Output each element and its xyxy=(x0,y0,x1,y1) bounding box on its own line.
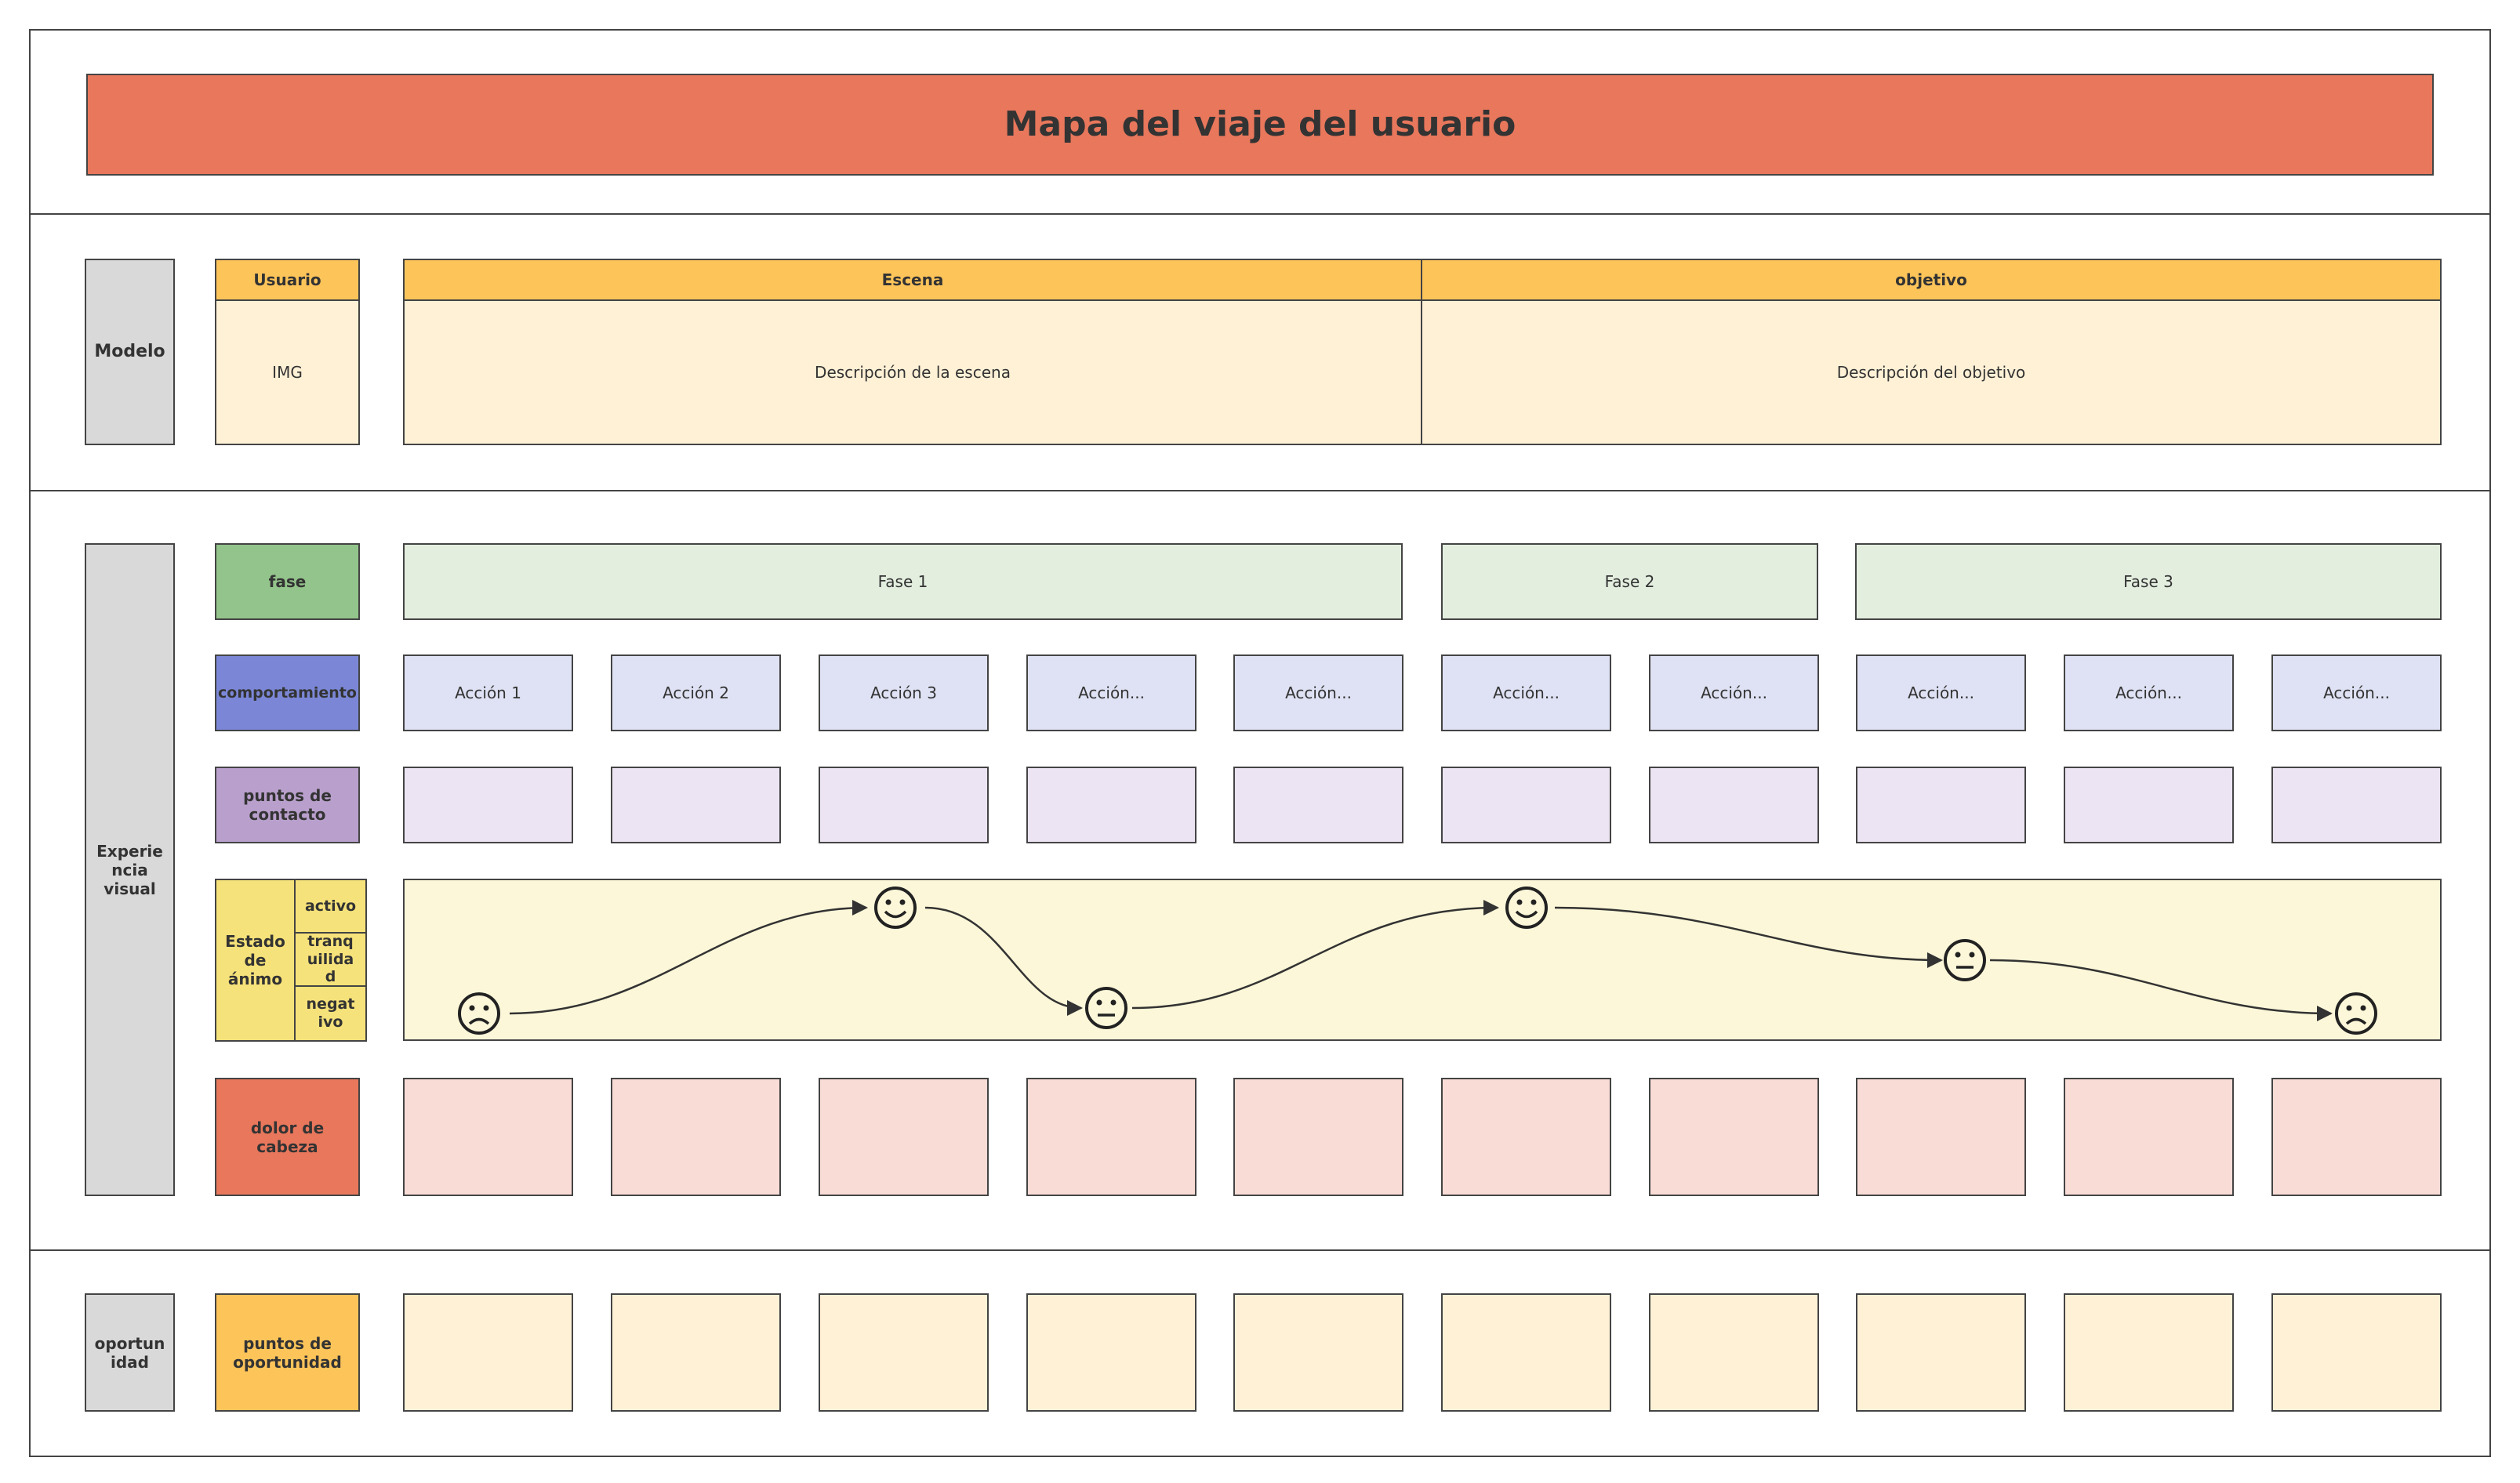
pain-row-label: dolor de cabeza xyxy=(215,1078,360,1196)
opportunity-cell xyxy=(403,1293,573,1412)
pain-cell xyxy=(1441,1078,1611,1196)
action-cell-label: Acción... xyxy=(2323,683,2390,702)
opportunity-section-label: oportun idad xyxy=(85,1293,175,1412)
pain-cell xyxy=(1649,1078,1819,1196)
pain-cell xyxy=(819,1078,989,1196)
action-cell: Acción... xyxy=(1233,654,1403,731)
experience-section-label: Experie ncia visual xyxy=(85,543,175,1196)
action-cell-label: Acción 2 xyxy=(663,683,729,702)
pain-cell xyxy=(1856,1078,2026,1196)
goal-header: objetivo xyxy=(1421,259,2442,301)
mood-row-label: Estado de ánimo xyxy=(215,879,296,1042)
phase-3: Fase 3 xyxy=(1855,543,2442,620)
action-cell-label: Acción... xyxy=(1493,683,1560,702)
touchpoint-cell xyxy=(819,767,989,843)
pain-cell xyxy=(1233,1078,1403,1196)
action-cell-label: Acción... xyxy=(2115,683,2182,702)
action-cell-label: Acción 3 xyxy=(870,683,937,702)
user-header: Usuario xyxy=(215,259,360,301)
opportunity-points-label: puntos de oportunidad xyxy=(215,1293,360,1412)
opportunity-cell xyxy=(1026,1293,1196,1412)
touchpoint-cell xyxy=(611,767,781,843)
action-cell-label: Acción... xyxy=(1285,683,1352,702)
goal-description: Descripción del objetivo xyxy=(1421,299,2442,445)
section-divider xyxy=(29,1249,2491,1251)
pain-cell xyxy=(611,1078,781,1196)
action-cell-label: Acción... xyxy=(1908,683,1974,702)
action-cell: Acción 2 xyxy=(611,654,781,731)
touchpoint-cell xyxy=(1441,767,1611,843)
mood-level-negative: negat ivo xyxy=(294,985,367,1042)
mood-area xyxy=(403,879,2442,1041)
scene-header: Escena xyxy=(403,259,1422,301)
scene-description: Descripción de la escena xyxy=(403,299,1422,445)
journey-map-frame xyxy=(29,29,2491,1457)
user-value: IMG xyxy=(215,299,360,445)
opportunity-cell xyxy=(1441,1293,1611,1412)
touchpoint-cell xyxy=(403,767,573,843)
touchpoint-cell xyxy=(2271,767,2442,843)
action-cell: Acción... xyxy=(2064,654,2234,731)
action-cell: Acción... xyxy=(1649,654,1819,731)
page-title: Mapa del viaje del usuario xyxy=(86,74,2434,176)
action-cell-label: Acción... xyxy=(1078,683,1145,702)
touchpoint-cell xyxy=(2064,767,2234,843)
touchpoint-cell xyxy=(1649,767,1819,843)
pain-cell xyxy=(403,1078,573,1196)
action-cell: Acción 1 xyxy=(403,654,573,731)
mood-level-calm: tranq uilida d xyxy=(294,932,367,987)
touchpoint-cell xyxy=(1026,767,1196,843)
section-divider xyxy=(29,490,2491,491)
phase-2: Fase 2 xyxy=(1441,543,1818,620)
action-cell: Acción... xyxy=(2271,654,2442,731)
opportunity-cell xyxy=(1856,1293,2026,1412)
touchpoint-cell xyxy=(1856,767,2026,843)
phase-1: Fase 1 xyxy=(403,543,1403,620)
opportunity-cell xyxy=(1233,1293,1403,1412)
opportunity-cell xyxy=(819,1293,989,1412)
opportunity-cell xyxy=(1649,1293,1819,1412)
page-title-text: Mapa del viaje del usuario xyxy=(1004,103,1516,144)
action-cell: Acción... xyxy=(1026,654,1196,731)
mood-level-active: activo xyxy=(294,879,367,934)
pain-cell xyxy=(1026,1078,1196,1196)
opportunity-cell xyxy=(2271,1293,2442,1412)
behavior-row-label: comportamiento xyxy=(215,654,360,731)
pain-cell xyxy=(2271,1078,2442,1196)
touchpoints-row-label: puntos de contacto xyxy=(215,767,360,843)
opportunity-cell xyxy=(611,1293,781,1412)
section-divider xyxy=(29,213,2491,215)
action-cell: Acción... xyxy=(1856,654,2026,731)
phase-row-label: fase xyxy=(215,543,360,620)
model-section-label: Modelo xyxy=(85,259,175,445)
action-cell: Acción 3 xyxy=(819,654,989,731)
touchpoint-cell xyxy=(1233,767,1403,843)
action-cell-label: Acción 1 xyxy=(455,683,521,702)
pain-cell xyxy=(2064,1078,2234,1196)
opportunity-cell xyxy=(2064,1293,2234,1412)
action-cell-label: Acción... xyxy=(1701,683,1767,702)
action-cell: Acción... xyxy=(1441,654,1611,731)
